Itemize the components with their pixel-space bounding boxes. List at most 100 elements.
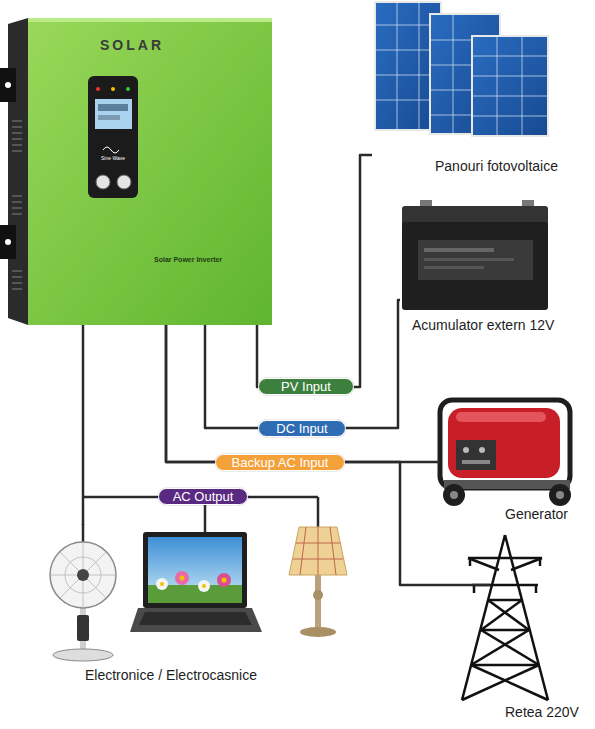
solar-panels-illustration [375,75,430,76]
solar-panels-illustration [375,25,430,26]
inverter-illustration [5,239,11,245]
pylon-illustration [468,557,542,560]
solar-panels-illustration [453,14,454,134]
pylon-illustration [535,585,538,593]
laptop-illustration [198,580,210,592]
fan-illustration [53,649,113,661]
inverter-illustration [98,104,128,111]
laptop-illustration [156,578,168,590]
pylon-illustration [471,665,548,700]
lamp-illustration [293,527,343,575]
grid-node: Retea 220V [490,530,595,725]
solar-panels-illustration [472,36,548,136]
inverter-illustration [126,87,130,91]
fan-illustration [77,615,89,641]
inverter-illustration [96,87,100,91]
inverter-illustration [88,76,138,198]
model-caption: Solar Power Inverter [154,256,250,264]
inverter-illustration [12,288,22,290]
inverter-illustration [12,126,22,128]
inverter-illustration [12,195,22,197]
solar-panels-illustration [375,2,548,136]
pylon-illustration [481,629,529,632]
inverter-illustration [28,18,272,325]
node-label: Generator [505,506,590,522]
dc-cable [205,300,400,428]
inverter-illustration [12,144,22,146]
generator-illustration [440,400,570,488]
appliances-node: Electronice / Electrocasnice [30,525,360,690]
lamp-illustration [289,527,347,637]
pylon-illustration [511,558,542,570]
inverter-illustration [28,18,272,22]
lamp-illustration [300,627,336,637]
lamp-illustration [300,527,306,575]
pylon-illustration [488,599,522,602]
inverter-illustration [0,68,16,102]
inverter-illustration [111,87,115,91]
pylon-illustration [462,535,548,700]
battery-illustration [418,240,533,280]
fan-illustration [50,542,116,661]
solar-panels-illustration [472,76,548,77]
laptop-illustration [180,576,185,581]
generator-illustration [450,491,458,499]
generator-illustration [549,484,571,506]
inverter-illustration [117,175,131,189]
inverter-illustration [0,225,16,259]
pylon-illustration [539,558,542,566]
generator-illustration [456,440,496,470]
solar-panels-illustration [375,2,548,136]
inverter-illustration [96,175,110,189]
battery-illustration [424,258,514,261]
laptop-illustration [130,608,262,632]
generator-node: Generator [440,392,590,525]
battery-node: Acumulator extern 12V [400,195,590,337]
pylon-illustration [481,600,522,630]
lamp-illustration [313,590,323,600]
ac-output-wires [317,497,320,528]
laptop-illustration [160,582,164,586]
solar-panels-illustration [375,50,430,51]
pylon-illustration [462,665,539,700]
ac-output-cable [82,325,85,525]
generator-illustration [479,447,485,453]
solar-panels-illustration [430,65,472,66]
laptop-illustration [202,584,206,588]
grid-cable [166,325,490,585]
lamp-illustration [289,527,347,575]
waveform-caption: Sine Wave [93,155,133,161]
cable-label: DC Input [258,420,346,437]
generator-illustration [440,400,571,506]
cable-label: Backup AC Input [215,454,345,471]
pylon-illustration [471,664,539,667]
solar-panels-illustration [430,40,472,41]
inverter-illustration [12,150,22,152]
inverter-illustration [12,120,22,290]
pylon-illustration [488,600,529,630]
fan-illustration [65,557,101,593]
pylon-illustration [481,630,539,665]
pylon-illustration [469,558,472,566]
pylon-illustration [471,630,529,665]
cable-label: AC Output [158,488,248,505]
solar-panels-illustration [419,2,420,130]
battery-illustration [424,266,484,269]
backup-ac-cable [166,325,440,462]
laptop-illustration [222,578,227,583]
inverter-illustration [103,147,119,153]
solar-panels-illustration [472,116,548,117]
solar-panels-illustration [522,36,523,136]
laptop-illustration [148,537,242,603]
generator-illustration [443,484,465,506]
solar-panels-illustration [375,100,430,101]
laptop-illustration [139,612,252,625]
battery-illustration [402,200,548,310]
battery-illustration [402,222,548,310]
generator-illustration [444,480,570,489]
solar-panels-illustration [497,36,498,136]
generator-illustration [462,460,490,464]
laptop-illustration [175,571,189,585]
